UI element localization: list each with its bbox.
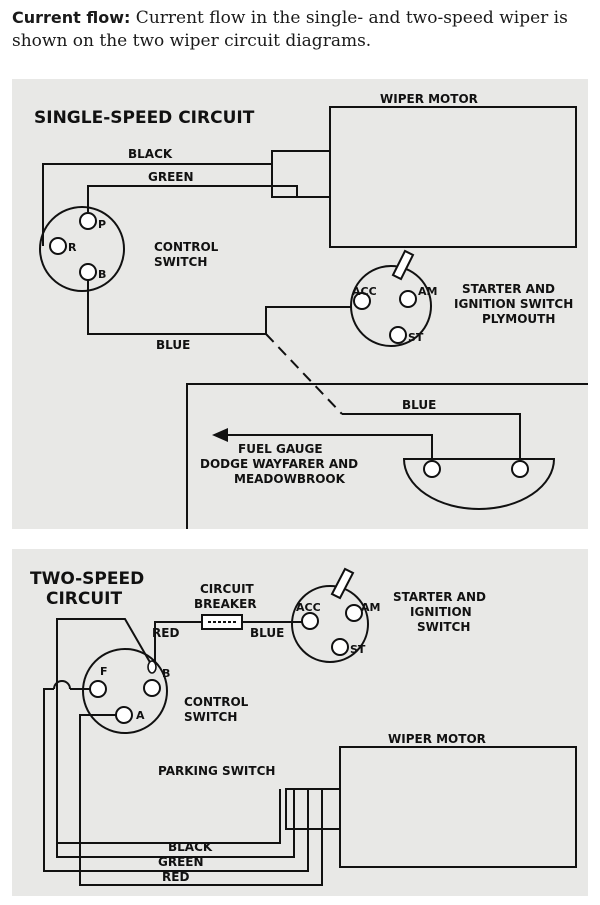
terminal-am — [399, 290, 417, 308]
terminal-am-label: AM — [361, 601, 380, 614]
terminal-st — [389, 326, 407, 344]
single-speed-diagram: WIPER MOTOR SINGLE-SPEED CIRCUIT BLACK G… — [12, 79, 588, 529]
ignition-label-1: STARTER AND — [462, 282, 555, 296]
parking-switch-label: PARKING SWITCH — [158, 764, 275, 778]
terminal-f — [89, 680, 107, 698]
green-wire-down — [43, 688, 309, 872]
motor-stub — [271, 164, 297, 198]
two-speed-title-2: CIRCUIT — [46, 589, 122, 609]
control-switch-body — [82, 648, 168, 734]
wiper-motor-label: WIPER MOTOR — [380, 92, 478, 106]
ignition-label-3: PLYMOUTH — [482, 312, 555, 326]
terminal-b — [79, 263, 97, 281]
single-speed-wires — [42, 150, 588, 529]
terminal-b-contact — [147, 660, 157, 674]
caption-lead: Current flow: — [12, 8, 131, 27]
wire-label-blue-gauge: BLUE — [402, 398, 436, 412]
ignition-switch-body — [350, 265, 432, 347]
wire-hump — [53, 680, 71, 690]
fuel-gauge-label-2: DODGE WAYFARER AND — [200, 457, 358, 471]
terminal-a-label: A — [136, 709, 145, 722]
wire-label-black-bottom: BLACK — [168, 840, 213, 854]
two-speed-svg: CIRCUIT BREAKER RED BLUE TWO-SPEED CIRCU… — [30, 567, 577, 886]
parking-switch-box — [285, 788, 340, 830]
terminal-r — [49, 237, 67, 255]
wire-label-blue: BLUE — [250, 626, 284, 640]
wire-label-blue: BLUE — [156, 338, 190, 352]
green-wire — [87, 185, 330, 212]
ignition-switch-body — [291, 585, 369, 663]
dashed-connection — [265, 333, 343, 415]
black-wire-bottom — [57, 789, 281, 844]
terminal-am — [345, 604, 363, 622]
terminal-p-label: P — [98, 218, 106, 231]
wire-label-red-bottom: RED — [162, 870, 189, 884]
red-wire-breaker — [154, 621, 202, 671]
terminal-b-label: B — [162, 667, 170, 680]
terminal-a — [115, 706, 133, 724]
wiper-motor-box — [329, 106, 577, 248]
control-switch-label-1: CONTROL — [184, 695, 249, 709]
red-wire-bottom — [79, 714, 323, 886]
breaker-label-1: CIRCUIT — [200, 582, 255, 596]
wire-label-red: RED — [152, 626, 179, 640]
single-speed-title: SINGLE-SPEED CIRCUIT — [34, 108, 255, 128]
ignition-key — [330, 567, 355, 600]
ignition-label-1: STARTER AND — [393, 590, 486, 604]
two-speed-title-1: TWO-SPEED — [30, 569, 144, 589]
terminal-f-label: F — [100, 665, 108, 678]
terminal-am-label: AM — [418, 285, 437, 298]
fuel-gauge-label-1: FUEL GAUGE — [238, 442, 323, 456]
black-wire-top — [56, 618, 295, 858]
two-speed-diagram: CIRCUIT BREAKER RED BLUE TWO-SPEED CIRCU… — [12, 549, 588, 896]
caption-text: Current flow in the single- and two-spee… — [12, 8, 568, 51]
dodge-panel-border — [186, 383, 588, 529]
terminal-b-label: B — [98, 268, 106, 281]
wire-label-green-bottom: GREEN — [158, 855, 204, 869]
fuel-gauge-arrowhead — [212, 428, 228, 442]
control-switch-label-1: CONTROL — [154, 240, 219, 254]
fuel-gauge-feed — [227, 434, 433, 459]
terminal-acc-label: ACC — [296, 601, 321, 614]
terminal-r-label: R — [68, 241, 77, 254]
terminal-p — [79, 212, 97, 230]
terminal-acc — [301, 612, 319, 630]
gauge-terminal-right — [511, 460, 529, 478]
ignition-label-3: SWITCH — [417, 620, 470, 634]
fuel-gauge-body — [402, 458, 556, 510]
blue-wire — [87, 269, 352, 335]
terminal-st — [331, 638, 349, 656]
two-speed-wires — [43, 618, 323, 886]
ignition-key — [391, 249, 415, 281]
wiper-motor-label: WIPER MOTOR — [388, 732, 486, 746]
terminal-acc-label: ACC — [352, 285, 377, 298]
single-speed-svg: WIPER MOTOR SINGLE-SPEED CIRCUIT BLACK G… — [34, 92, 588, 529]
fuel-gauge-label-3: MEADOWBROOK — [234, 472, 346, 486]
black-wire — [42, 150, 330, 246]
control-switch-label-2: SWITCH — [154, 255, 207, 269]
blue-wire-gauge — [342, 413, 521, 459]
gauge-terminal-left — [423, 460, 441, 478]
wiper-motor-box — [339, 746, 577, 868]
terminal-b — [143, 679, 161, 697]
terminal-st-label: ST — [350, 643, 366, 656]
caption: Current flow: Current flow in the single… — [12, 6, 592, 53]
circuit-breaker-body — [201, 614, 243, 630]
breaker-label-2: BREAKER — [194, 597, 257, 611]
ignition-label-2: IGNITION — [410, 605, 472, 619]
wire-label-black: BLACK — [128, 147, 173, 161]
terminal-acc — [353, 292, 371, 310]
ignition-label-2: IGNITION SWITCH — [454, 297, 573, 311]
control-switch-label-2: SWITCH — [184, 710, 237, 724]
terminal-st-label: ST — [408, 331, 424, 344]
wire-label-green: GREEN — [148, 170, 194, 184]
control-switch-body — [39, 206, 125, 292]
